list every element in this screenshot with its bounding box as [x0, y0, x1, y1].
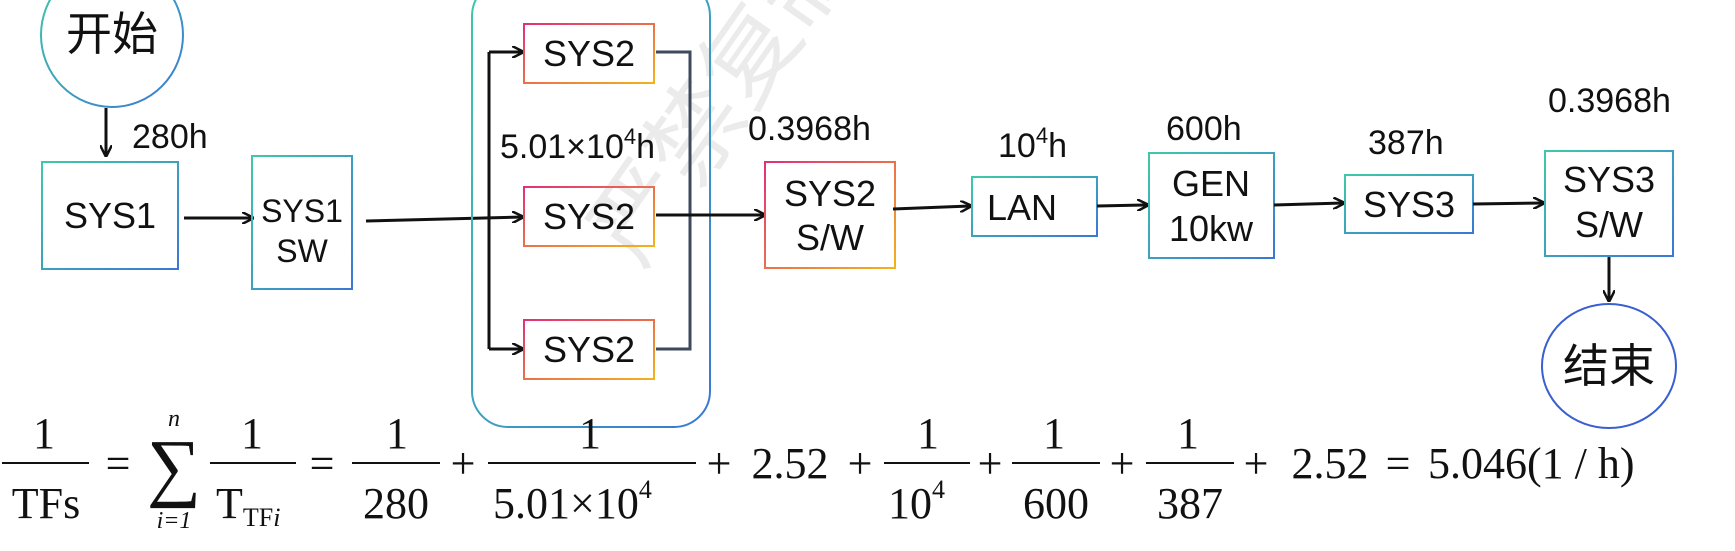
sys2-bot-block [523, 319, 655, 380]
sys3-sw-label-line2: S/W [1575, 204, 1643, 245]
sys2-sw-label-line2: S/W [796, 217, 864, 258]
sys2-sw-label-line1: SYS2 [784, 173, 876, 214]
term-2.52-first: 2.52 [752, 439, 829, 488]
sys2-mid-label: SYS2 [543, 196, 635, 237]
gen-label-line2: 10kw [1169, 208, 1254, 249]
sum-lower-limit: i=1 [157, 508, 192, 534]
sum-symbol: ∑ [147, 425, 201, 509]
lan-label: LAN [987, 187, 1057, 228]
lan-time-label: 104h [998, 123, 1067, 165]
gen-time-label: 600h [1166, 110, 1242, 148]
sys1-sw-label-line1: SYS1 [261, 193, 343, 229]
term-280-numerator: 1 [386, 409, 408, 458]
sum-upper-limit: n [168, 406, 180, 432]
sys2-mid-block [523, 186, 655, 247]
arrow-sys2sw-to-lan [892, 206, 970, 209]
end-label: 结束 [1563, 339, 1655, 393]
sys1-label: SYS1 [64, 195, 156, 236]
sys3-label: SYS3 [1363, 184, 1455, 225]
plus-2: + [707, 439, 732, 488]
term-600-numerator: 1 [1043, 409, 1065, 458]
start-label: 开始 [66, 7, 158, 61]
term-600-denominator: 600 [1023, 479, 1089, 528]
formula-equals-3: = [1386, 439, 1411, 488]
reliability-formula: 1 TFs = n ∑ i=1 1 TTFi = 1 280 + 1 5.01×… [2, 406, 1635, 534]
formula-lhs-numerator: 1 [33, 409, 55, 458]
plus-1: + [451, 439, 476, 488]
sys1-sw-block [251, 155, 353, 290]
plus-6: + [1244, 439, 1269, 488]
gen-label-line1: GEN [1172, 163, 1250, 204]
sys1-block [41, 161, 179, 270]
lan-block [971, 176, 1098, 237]
sys2-sw-time-label: 0.3968h [748, 110, 871, 148]
sys2-group-time-label: 5.01×104h [500, 124, 655, 166]
sys2-top-label: SYS2 [543, 33, 635, 74]
plus-3: + [848, 439, 873, 488]
end-node [1541, 303, 1677, 429]
sys3-sw-label-line1: SYS3 [1563, 159, 1655, 200]
term-1e4-denominator: 104 [888, 475, 945, 528]
sys3-sw-block [1544, 150, 1674, 257]
sys1-sw-label-line2: SW [276, 233, 328, 269]
arrow-gen-to-sys3 [1273, 203, 1343, 205]
arrow-lan-to-gen [1096, 205, 1147, 206]
sys2-redundancy-group [471, 0, 711, 428]
sys2-bot-label: SYS2 [543, 329, 635, 370]
sum-term-numerator: 1 [241, 409, 263, 458]
arrow-sys3-to-sys3sw [1472, 203, 1543, 204]
sys3-time-label: 387h [1368, 124, 1444, 162]
formula-equals-1: = [106, 439, 131, 488]
plus-5: + [1110, 439, 1135, 488]
plus-4: + [978, 439, 1003, 488]
start-node [40, 0, 184, 108]
gen-block [1148, 152, 1275, 259]
arrow-sys1sw-to-sys2-group [365, 217, 522, 221]
sys3-sw-time-label: 0.3968h [1548, 82, 1671, 120]
term-387-denominator: 387 [1157, 479, 1223, 528]
merge-bus [656, 50, 692, 351]
formula-equals-2: = [310, 439, 335, 488]
term-2.52-second: 2.52 [1292, 439, 1369, 488]
term-280-denominator: 280 [363, 479, 429, 528]
sys2-top-block [523, 23, 655, 84]
term-5.01e4-numerator: 1 [579, 409, 601, 458]
formula-result: 5.046(1 / h) [1428, 439, 1635, 488]
sum-term-denominator: TTFi [216, 479, 280, 532]
formula-lhs-denominator: TFs [12, 479, 80, 528]
term-387-numerator: 1 [1177, 409, 1199, 458]
sys1-time-label: 280h [132, 118, 208, 156]
term-5.01e4-denominator: 5.01×104 [493, 475, 652, 528]
sys2-sw-block [764, 161, 896, 269]
term-1e4-numerator: 1 [917, 409, 939, 458]
